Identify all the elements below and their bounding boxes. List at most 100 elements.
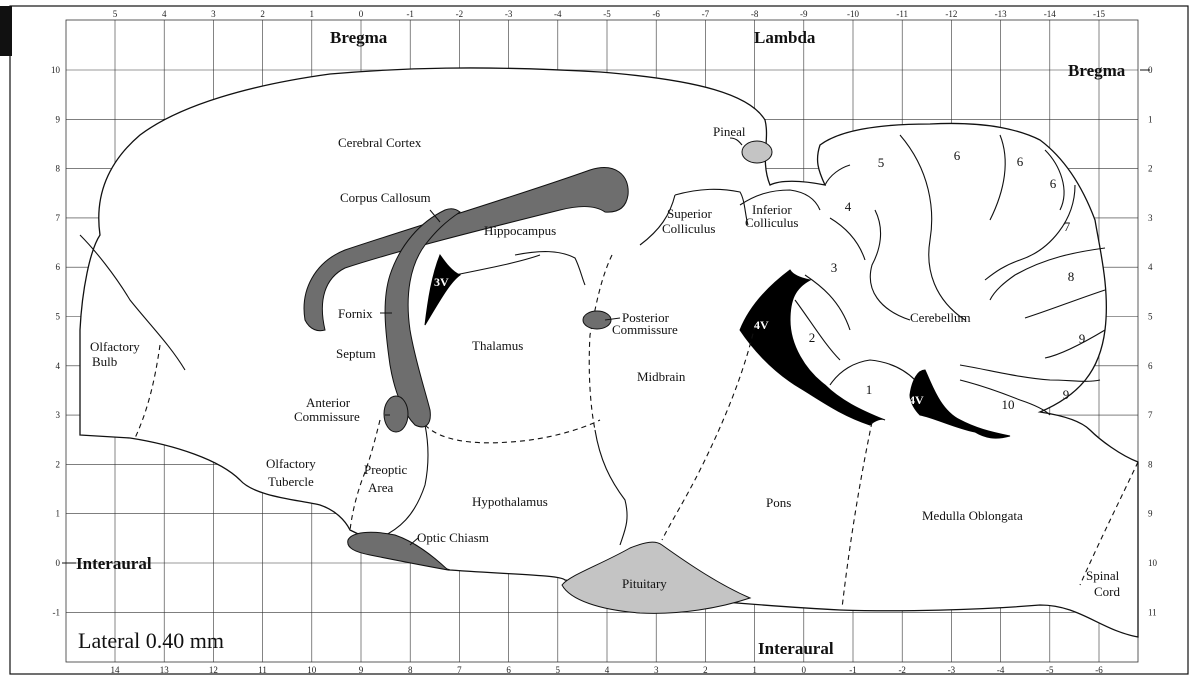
medulla-oblongata-label: Medulla Oblongata bbox=[922, 508, 1023, 523]
top-tick-label: -12 bbox=[945, 9, 957, 19]
top-tick-label: 5 bbox=[113, 9, 118, 19]
bottom-tick-label: -2 bbox=[898, 665, 906, 675]
fourth-ventricle-label-b: 4V bbox=[909, 393, 924, 407]
lobule-number: 4 bbox=[845, 199, 852, 214]
brain-outline bbox=[80, 68, 1138, 637]
lobule-number: 9 bbox=[1079, 331, 1086, 346]
top-tick-label: 4 bbox=[162, 9, 167, 19]
superior-colliculus-label-1: Superior bbox=[667, 206, 712, 221]
right-tick-label: 5 bbox=[1148, 312, 1153, 322]
lobule-number: 6 bbox=[954, 148, 961, 163]
bottom-tick-label: 2 bbox=[703, 665, 708, 675]
corpus-callosum-label: Corpus Callosum bbox=[340, 190, 431, 205]
bottom-tick-label: -1 bbox=[849, 665, 857, 675]
bottom-tick-label: -5 bbox=[1046, 665, 1054, 675]
lobule-number: 7 bbox=[1064, 219, 1071, 234]
thalamus-label: Thalamus bbox=[472, 338, 523, 353]
interaural-bottom-label: Interaural bbox=[758, 639, 834, 658]
top-tick-label: 2 bbox=[260, 9, 265, 19]
bregma-right-label: Bregma bbox=[1068, 61, 1126, 80]
corner-tab bbox=[0, 6, 12, 56]
left-tick-label: 7 bbox=[56, 213, 61, 223]
bottom-tick-label: 6 bbox=[506, 665, 511, 675]
right-tick-label: 1 bbox=[1148, 114, 1153, 124]
top-tick-label: -7 bbox=[702, 9, 710, 19]
bottom-tick-label: -3 bbox=[948, 665, 956, 675]
midbrain-label: Midbrain bbox=[637, 369, 686, 384]
third-ventricle-label: 3V bbox=[434, 275, 449, 289]
top-tick-label: -3 bbox=[505, 9, 513, 19]
top-tick-label: -11 bbox=[896, 9, 908, 19]
lobule-number: 3 bbox=[831, 260, 838, 275]
bottom-tick-label: 0 bbox=[802, 665, 807, 675]
top-tick-label: -5 bbox=[603, 9, 611, 19]
fourth-ventricle-label-a: 4V bbox=[754, 318, 769, 332]
left-tick-label: 2 bbox=[56, 459, 61, 469]
bottom-tick-label: 8 bbox=[408, 665, 413, 675]
olfactory-tubercle-label-2: Tubercle bbox=[268, 474, 314, 489]
top-tick-label: -10 bbox=[847, 9, 859, 19]
left-tick-label: 8 bbox=[56, 164, 61, 174]
cerebral-cortex-label: Cerebral Cortex bbox=[338, 135, 422, 150]
pineal-label: Pineal bbox=[713, 124, 746, 139]
lateral-label: Lateral 0.40 mm bbox=[78, 628, 224, 653]
olfactory-tubercle-label-1: Olfactory bbox=[266, 456, 316, 471]
hypothalamus-label: Hypothalamus bbox=[472, 494, 548, 509]
bottom-tick-label: 14 bbox=[111, 665, 121, 675]
superior-colliculus-label-2: Colliculus bbox=[662, 221, 715, 236]
top-tick-label: 3 bbox=[211, 9, 216, 19]
top-tick-label: -15 bbox=[1093, 9, 1105, 19]
optic-chiasm-label: Optic Chiasm bbox=[417, 530, 489, 545]
right-tick-label: 11 bbox=[1148, 607, 1157, 617]
left-tick-label: 10 bbox=[51, 65, 61, 75]
right-tick-label: 7 bbox=[1148, 410, 1153, 420]
hippocampus-label: Hippocampus bbox=[484, 223, 556, 238]
left-tick-label: 0 bbox=[56, 558, 61, 568]
left-tick-label: 4 bbox=[56, 361, 61, 371]
bottom-tick-label: 7 bbox=[457, 665, 462, 675]
preoptic-area-label-2: Area bbox=[368, 480, 393, 495]
left-tick-label: -1 bbox=[53, 607, 61, 617]
top-tick-label: -4 bbox=[554, 9, 562, 19]
pineal-shape bbox=[742, 141, 772, 163]
bottom-tick-label: 9 bbox=[359, 665, 364, 675]
bottom-tick-label: -6 bbox=[1095, 665, 1103, 675]
anterior-commissure-label-2: Commissure bbox=[294, 409, 360, 424]
lobule-number: 2 bbox=[809, 330, 816, 345]
lobule-number: 10 bbox=[1002, 397, 1015, 412]
interaural-left-label: Interaural bbox=[76, 554, 152, 573]
right-tick-label: 3 bbox=[1148, 213, 1153, 223]
anterior-commissure-shape bbox=[384, 396, 408, 432]
septum-label: Septum bbox=[336, 346, 376, 361]
left-tick-label: 6 bbox=[56, 262, 61, 272]
right-tick-label: 2 bbox=[1148, 164, 1153, 174]
lambda-label: Lambda bbox=[754, 28, 816, 47]
right-tick-label: 6 bbox=[1148, 361, 1153, 371]
top-tick-label: -1 bbox=[406, 9, 414, 19]
bottom-tick-label: 10 bbox=[307, 665, 317, 675]
bottom-tick-label: 3 bbox=[654, 665, 659, 675]
top-tick-label: -13 bbox=[995, 9, 1007, 19]
olfactory-bulb-label-1: Olfactory bbox=[90, 339, 140, 354]
pons-label: Pons bbox=[766, 495, 791, 510]
right-tick-label: 9 bbox=[1148, 509, 1153, 519]
posterior-commissure-label-2: Commissure bbox=[612, 322, 678, 337]
cerebellum-label: Cerebellum bbox=[910, 310, 971, 325]
left-tick-label: 3 bbox=[56, 410, 61, 420]
bottom-tick-label: 12 bbox=[209, 665, 218, 675]
bregma-top-label: Bregma bbox=[330, 28, 388, 47]
right-tick-label: 10 bbox=[1148, 558, 1158, 568]
top-tick-label: 1 bbox=[310, 9, 315, 19]
bottom-tick-label: 11 bbox=[258, 665, 267, 675]
pituitary-label: Pituitary bbox=[622, 576, 667, 591]
top-tick-label: -2 bbox=[456, 9, 464, 19]
left-tick-label: 1 bbox=[56, 509, 61, 519]
lobule-number: 1 bbox=[866, 382, 873, 397]
right-tick-label: 4 bbox=[1148, 262, 1153, 272]
right-tick-label: 8 bbox=[1148, 459, 1153, 469]
